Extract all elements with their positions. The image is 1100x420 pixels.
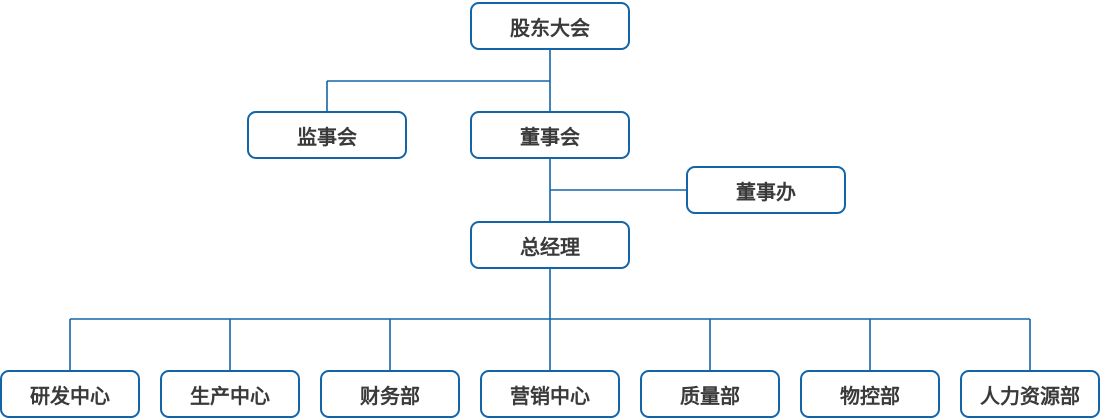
org-node-board-of-directors: 董事会 xyxy=(470,111,630,159)
org-node-general-manager: 总经理 xyxy=(470,221,630,269)
org-node-supervisory-board: 监事会 xyxy=(247,111,407,159)
org-node-finance-dept: 财务部 xyxy=(320,370,460,418)
org-node-quality-dept: 质量部 xyxy=(640,370,780,418)
org-node-board-office: 董事办 xyxy=(686,166,846,214)
org-node-marketing-center: 营销中心 xyxy=(480,370,620,418)
org-node-rd-center: 研发中心 xyxy=(0,370,140,418)
org-node-production-center: 生产中心 xyxy=(160,370,300,418)
org-node-shareholders-meeting: 股东大会 xyxy=(470,2,630,50)
connector-path xyxy=(69,50,1031,370)
org-node-hr-dept: 人力资源部 xyxy=(960,370,1100,418)
org-node-material-control-dept: 物控部 xyxy=(800,370,940,418)
